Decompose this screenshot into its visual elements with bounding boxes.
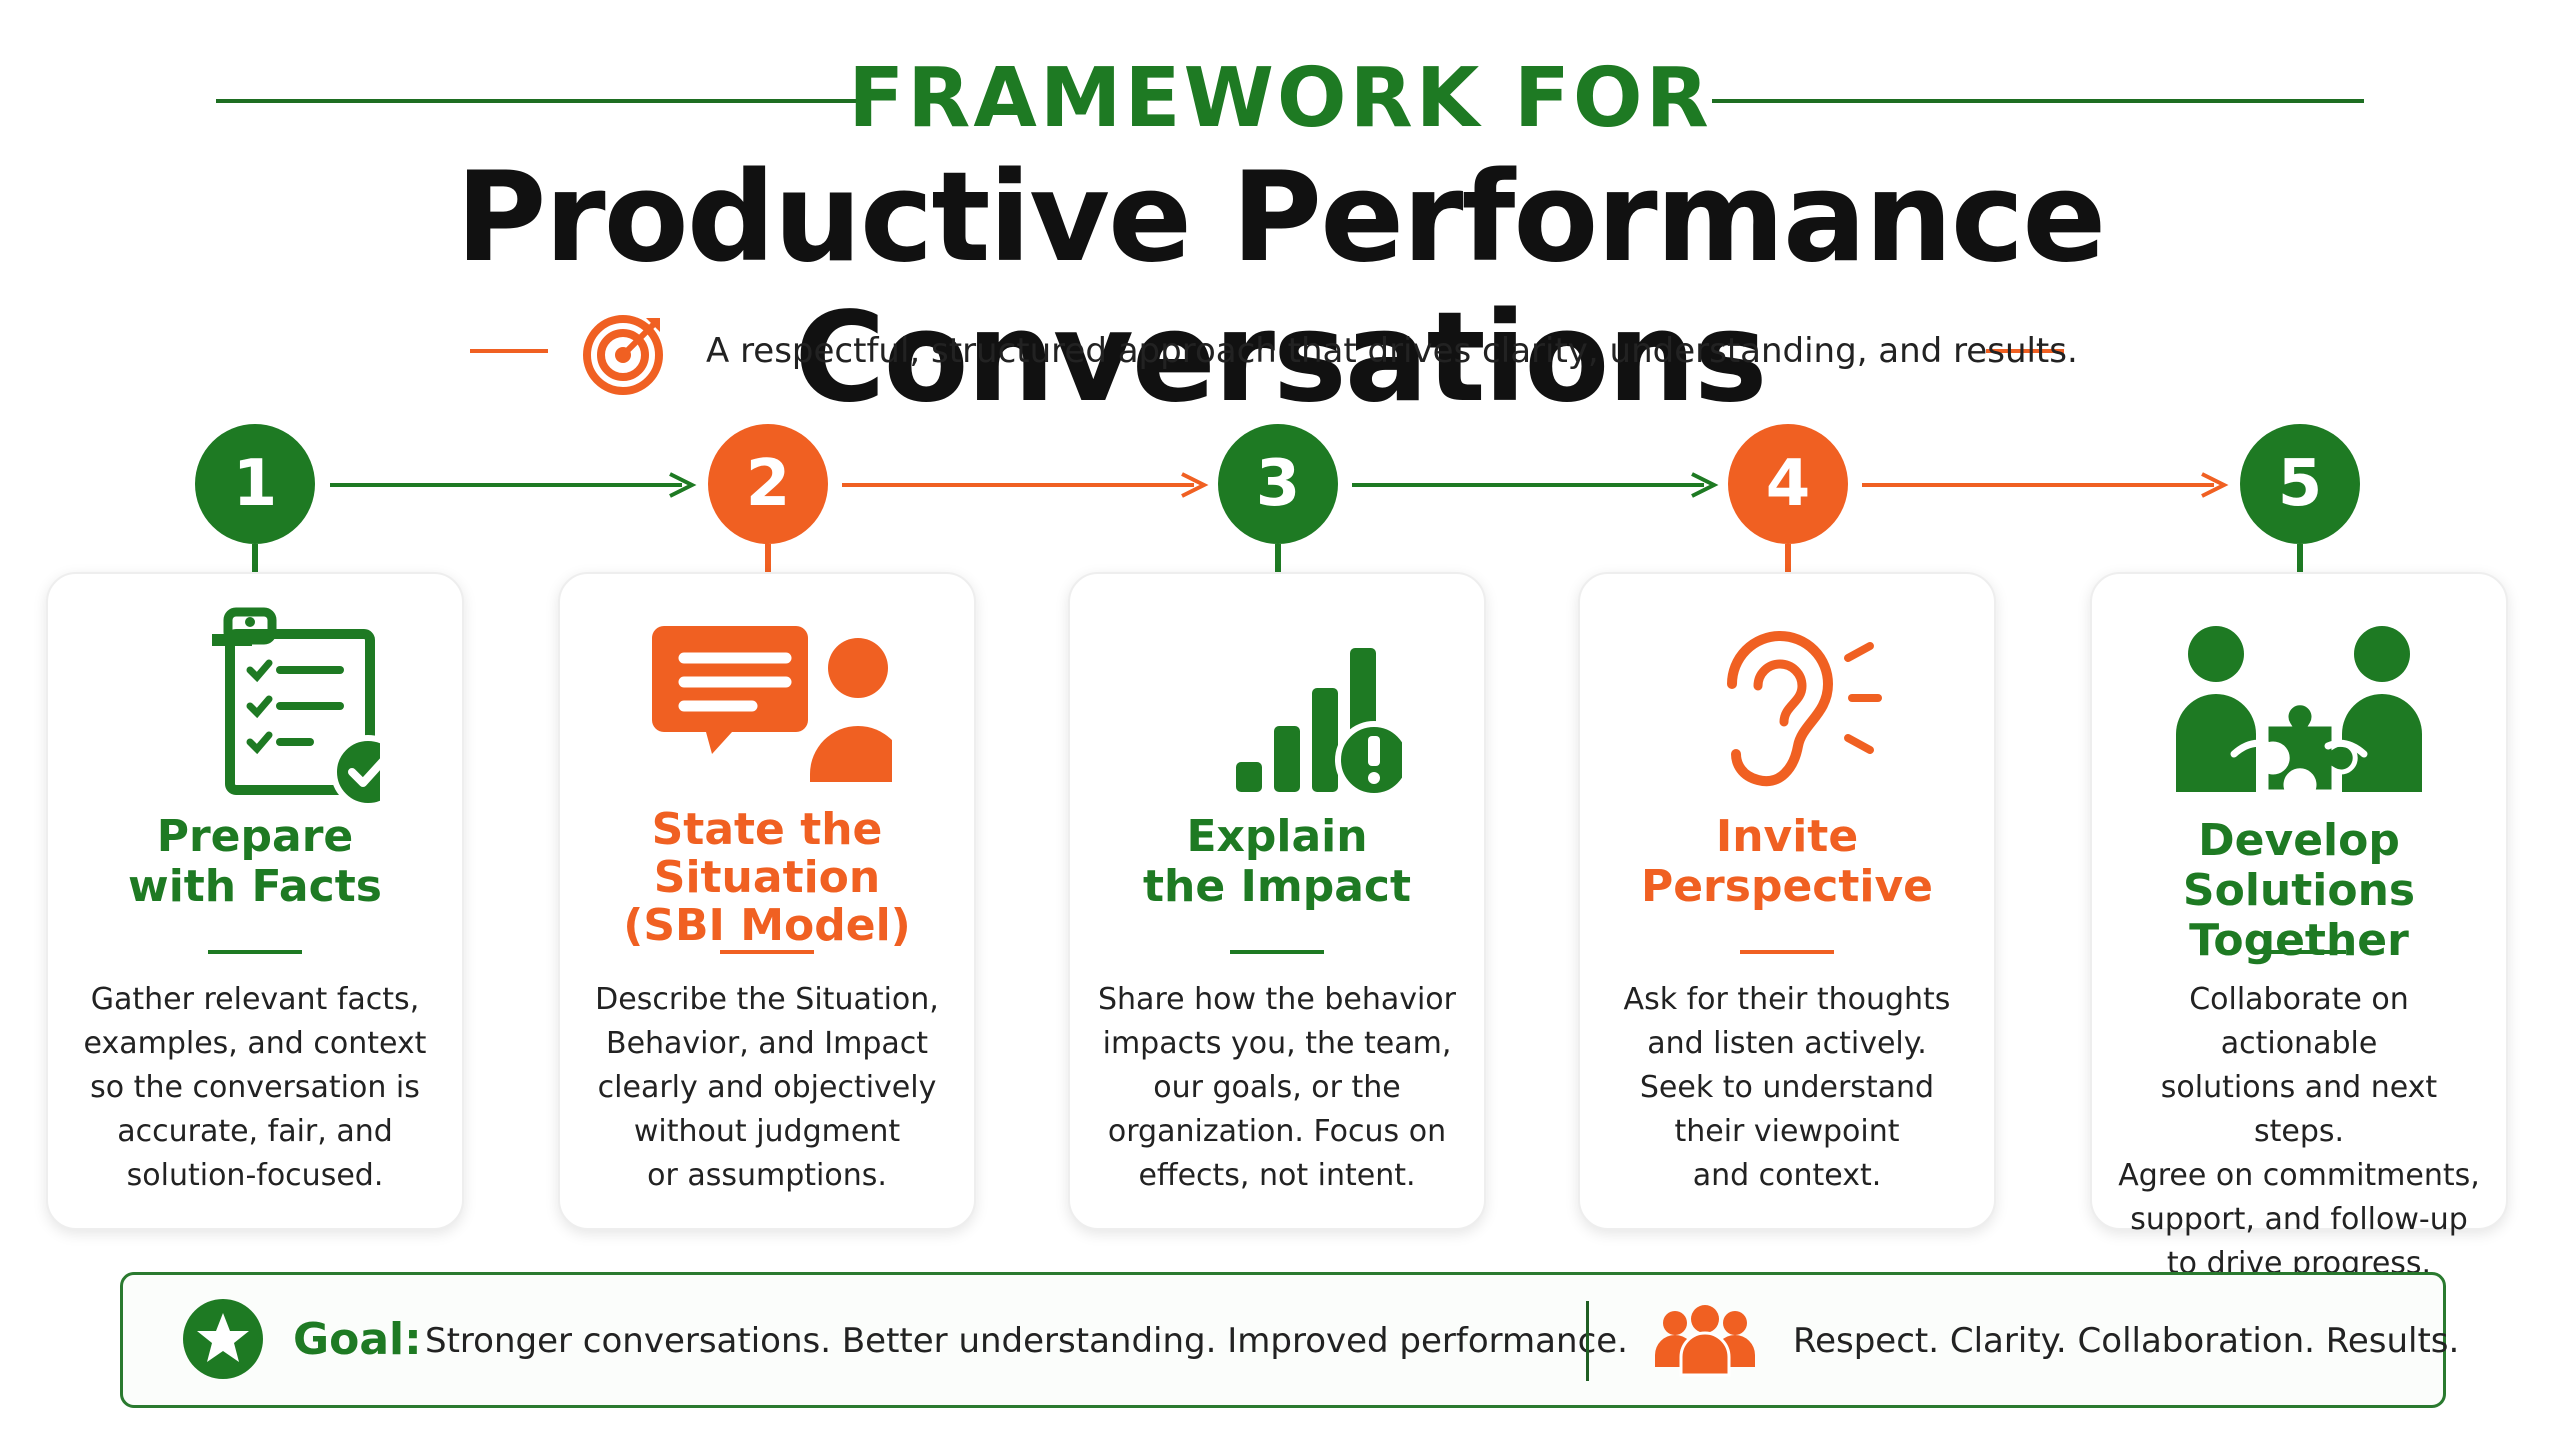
page-title: Productive Performance Conversations xyxy=(455,146,2107,430)
star-badge-icon xyxy=(183,1299,263,1379)
title-underline xyxy=(720,950,814,954)
step-card-invite-perspective: Invite Perspective Ask for their thought… xyxy=(1578,572,1996,1230)
connector-arrow-4 xyxy=(1862,472,2229,498)
step-card-prepare: Prepare with Facts Gather relevant facts… xyxy=(46,572,464,1230)
step-number-4: 4 xyxy=(1728,424,1848,544)
values-text: Respect. Clarity. Collaboration. Results… xyxy=(1793,1321,2460,1361)
goal-divider xyxy=(1586,1301,1589,1381)
step-title: Prepare with Facts xyxy=(128,811,382,912)
step-title: Develop Solutions Together xyxy=(2182,815,2416,966)
step-description: Describe the Situation, Behavior, and Im… xyxy=(595,982,939,1193)
step-stem-1 xyxy=(252,544,258,574)
title-underline xyxy=(2252,950,2346,954)
step-description: Gather relevant facts, examples, and con… xyxy=(83,982,427,1193)
step-description: Share how the behavior impacts you, the … xyxy=(1098,982,1456,1193)
header-rule-right xyxy=(1712,99,2364,103)
goal-label: Goal: xyxy=(293,1314,422,1365)
clipboard-checklist-icon xyxy=(212,607,380,804)
target-icon xyxy=(583,315,663,395)
step-description: Ask for their thoughts and listen active… xyxy=(1623,982,1951,1193)
step-number-5: 5 xyxy=(2240,424,2360,544)
supertitle: FRAMEWORK FOR xyxy=(848,51,1712,146)
header-rule-left xyxy=(216,99,862,103)
step-stem-5 xyxy=(2297,544,2303,574)
people-puzzle-icon xyxy=(2176,626,2422,795)
connector-arrow-3 xyxy=(1352,472,1719,498)
title-underline xyxy=(208,950,302,954)
step-number-3: 3 xyxy=(1218,424,1338,544)
subtitle: A respectful, structured approach that d… xyxy=(706,331,2078,371)
step-stem-4 xyxy=(1785,544,1791,574)
subtitle-dash-left xyxy=(470,349,548,353)
bar-chart-alert-icon xyxy=(1236,648,1402,799)
step-title: Explain the Impact xyxy=(1142,811,1412,912)
chat-bubble-person-icon xyxy=(652,626,892,782)
step-title: State the Situation (SBI Model) xyxy=(623,804,911,951)
goal-text: Stronger conversations. Better understan… xyxy=(425,1321,1628,1361)
title-underline xyxy=(1230,950,1324,954)
team-group-icon xyxy=(1655,1305,1755,1377)
subtitle-dash-right xyxy=(1986,349,2064,353)
goal-bar: Goal: Stronger conversations. Better und… xyxy=(120,1272,2459,1408)
step-stem-3 xyxy=(1275,544,1281,574)
step-number-2: 2 xyxy=(708,424,828,544)
step-description: Collaborate on actionable solutions and … xyxy=(2118,982,2480,1281)
title-underline xyxy=(1740,950,1834,954)
step-card-develop-solutions: Develop Solutions Together Collaborate o… xyxy=(2090,572,2508,1281)
step-card-state-situation: State the Situation (SBI Model) Describe… xyxy=(558,572,976,1230)
step-title: Invite Perspective xyxy=(1640,811,1934,912)
step-stem-2 xyxy=(765,544,771,574)
connector-arrow-2 xyxy=(842,472,1209,498)
step-number-1: 1 xyxy=(195,424,315,544)
connector-arrow-1 xyxy=(330,472,697,498)
step-card-explain-impact: Explain the Impact Share how the behavio… xyxy=(1068,572,1486,1230)
listening-ear-icon xyxy=(1727,631,1882,787)
